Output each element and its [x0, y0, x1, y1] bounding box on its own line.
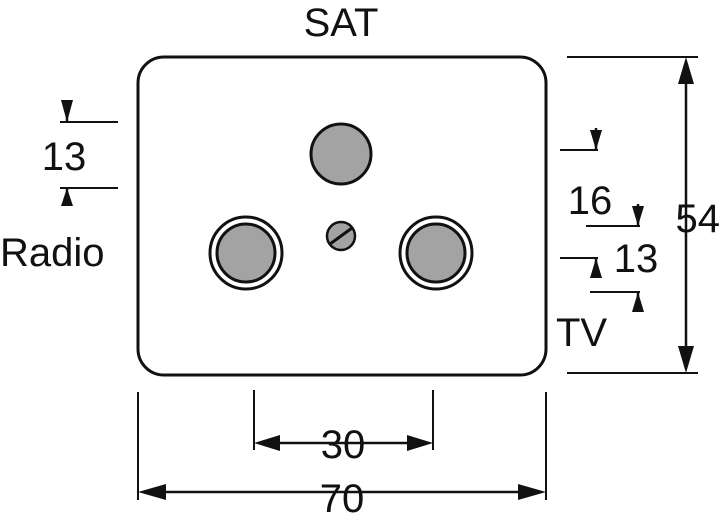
dimension-height-total-label: 54 — [676, 197, 720, 241]
sat-socket — [309, 122, 373, 186]
center-screw — [325, 220, 357, 252]
dimension-socket-spacing-label: 30 — [321, 423, 366, 467]
sat-label: SAT — [304, 1, 379, 45]
dimension-right-offset-bottom — [560, 257, 644, 312]
dimension-width-total — [137, 392, 547, 500]
dimension-left-offset — [60, 100, 118, 206]
dimension-width-total-label: 70 — [320, 477, 365, 518]
dimension-right-offset-top — [560, 128, 644, 227]
tv-socket — [398, 215, 474, 291]
dimension-left-offset-label: 13 — [42, 135, 87, 179]
tv-label: TV — [556, 311, 607, 355]
radio-socket — [208, 215, 284, 291]
dimension-right-offset-bottom-label: 13 — [614, 237, 659, 281]
dimension-socket-spacing — [253, 390, 434, 451]
dimension-height-total — [567, 56, 698, 374]
dimension-right-offset-top-label: 16 — [568, 179, 613, 223]
faceplate — [136, 55, 548, 377]
radio-label: Radio — [0, 231, 105, 275]
